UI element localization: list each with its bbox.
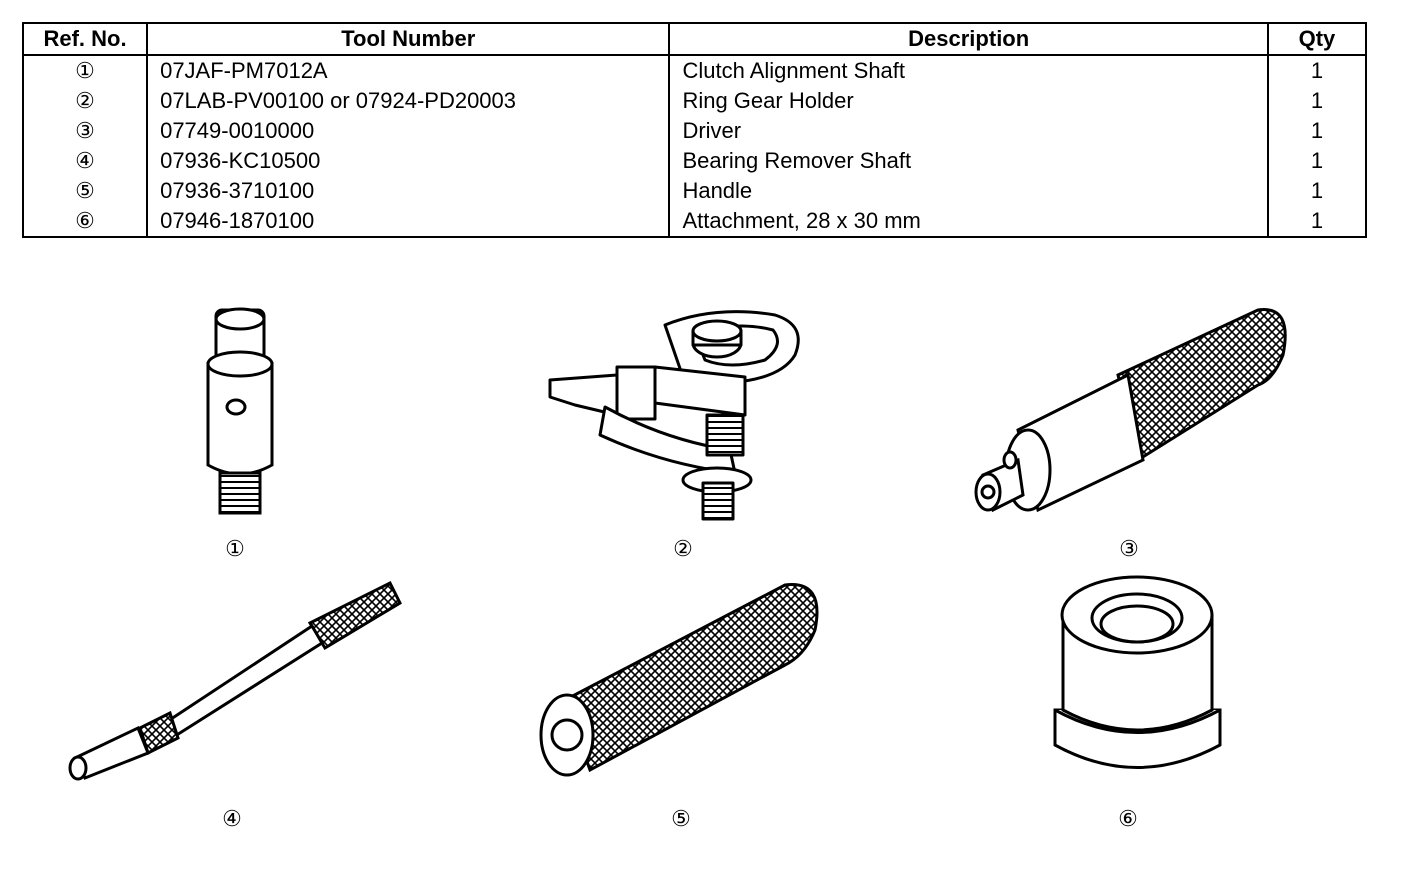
qty-cell: 1 (1266, 146, 1366, 176)
tool-number-cell: 07JAF-PM7012A (146, 55, 670, 86)
qty-cell: 1 (1266, 55, 1366, 86)
bearing-remover-shaft-illustration (60, 578, 410, 783)
table-row: ④ 07936-KC10500 Bearing Remover Shaft 1 (23, 146, 1366, 176)
ref-cell: ③ (75, 118, 95, 143)
table-row: ② 07LAB-PV00100 or 07924-PD20003 Ring Ge… (23, 86, 1366, 116)
figure-callout-2: ② (673, 536, 693, 561)
tool-number-cell: 07936-KC10500 (146, 146, 670, 176)
table-header-row: Ref. No. Tool Number Description Qty (23, 23, 1366, 56)
tool-number-cell: 07946-1870100 (146, 206, 670, 237)
special-tools-table: Ref. No. Tool Number Description Qty ① 0… (22, 22, 1367, 238)
qty-cell: 1 (1266, 86, 1366, 116)
header-tool-number: Tool Number (146, 23, 670, 56)
description-cell: Handle (668, 176, 1268, 206)
ref-cell: ① (75, 58, 95, 83)
ref-cell: ④ (75, 148, 95, 173)
ref-cell: ⑥ (75, 208, 95, 233)
description-cell: Driver (668, 116, 1268, 146)
description-cell: Bearing Remover Shaft (668, 146, 1268, 176)
header-ref-no: Ref. No. (23, 23, 148, 56)
qty-cell: 1 (1266, 116, 1366, 146)
ref-cell: ② (75, 88, 95, 113)
figure-callout-5: ⑤ (671, 806, 691, 831)
table-row: ① 07JAF-PM7012A Clutch Alignment Shaft 1 (23, 55, 1366, 86)
header-description: Description (668, 23, 1268, 56)
figure-callout-1: ① (225, 536, 245, 561)
figure-callout-6: ⑥ (1118, 806, 1138, 831)
handle-illustration (535, 575, 825, 780)
table-row: ⑥ 07946-1870100 Attachment, 28 x 30 mm 1 (23, 206, 1366, 237)
tool-number-cell: 07936-3710100 (146, 176, 670, 206)
qty-cell: 1 (1266, 206, 1366, 237)
table-row: ③ 07749-0010000 Driver 1 (23, 116, 1366, 146)
figure-callout-3: ③ (1119, 536, 1139, 561)
tool-number-cell: 07749-0010000 (146, 116, 670, 146)
attachment-illustration (1045, 570, 1230, 785)
figure-callout-4: ④ (222, 806, 242, 831)
qty-cell: 1 (1266, 176, 1366, 206)
ring-gear-holder-illustration (545, 305, 815, 525)
description-cell: Attachment, 28 x 30 mm (668, 206, 1268, 237)
driver-illustration (968, 300, 1298, 525)
description-cell: Ring Gear Holder (668, 86, 1268, 116)
description-cell: Clutch Alignment Shaft (668, 55, 1268, 86)
header-qty: Qty (1266, 23, 1366, 56)
clutch-alignment-shaft-illustration (190, 305, 290, 520)
ref-cell: ⑤ (75, 178, 95, 203)
tool-number-cell: 07LAB-PV00100 or 07924-PD20003 (146, 86, 670, 116)
table-row: ⑤ 07936-3710100 Handle 1 (23, 176, 1366, 206)
